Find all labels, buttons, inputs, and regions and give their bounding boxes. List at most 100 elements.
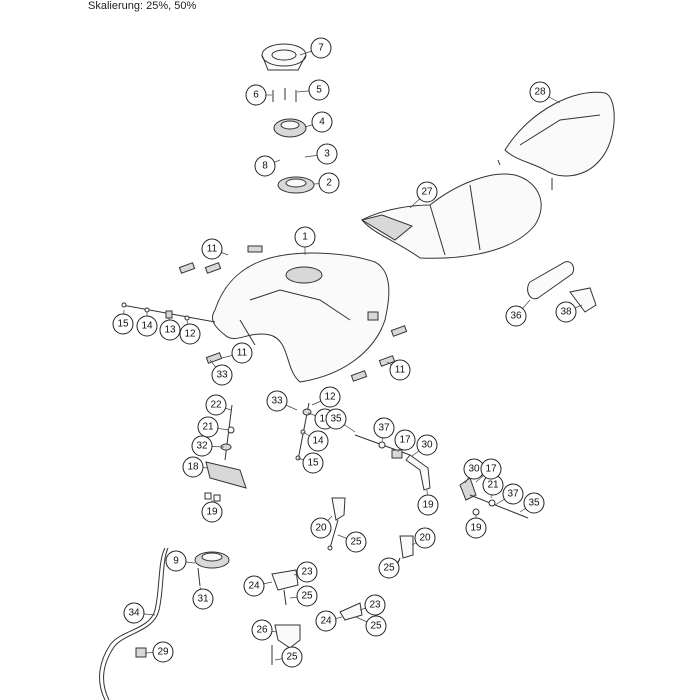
callout-number: 33 — [216, 370, 228, 381]
callout-31: 31 — [192, 588, 214, 610]
callout-number: 28 — [534, 87, 546, 98]
callout-number: 18 — [187, 462, 199, 473]
callout-number: 36 — [510, 311, 522, 322]
callout-18: 18 — [182, 456, 204, 478]
callout-number: 23 — [301, 567, 313, 578]
bracket-bottom-b-part — [339, 602, 363, 621]
callout-number: 34 — [128, 608, 140, 619]
callout-number: 30 — [468, 464, 480, 475]
callout-23: 23 — [364, 594, 386, 616]
callout-30: 30 — [416, 434, 438, 456]
callout-number: 23 — [369, 600, 381, 611]
callout-number: 14 — [312, 436, 324, 447]
callout-number: 11 — [237, 348, 248, 359]
callout-number: 12 — [184, 329, 196, 340]
callout-number: 33 — [271, 396, 283, 407]
callout-number: 26 — [256, 625, 268, 636]
bracket-bottom-c-part — [271, 624, 301, 665]
callout-number: 24 — [320, 616, 332, 627]
callout-15: 15 — [302, 452, 324, 474]
callout-number: 21 — [487, 480, 499, 491]
callout-5: 5 — [308, 79, 330, 101]
callout-25: 25 — [345, 531, 367, 553]
callout-23: 23 — [296, 561, 318, 583]
callout-17: 17 — [480, 458, 502, 480]
pads-11-part — [178, 245, 408, 382]
bracket-20a-part — [327, 497, 346, 551]
callout-15: 15 — [112, 313, 134, 335]
callout-33: 33 — [211, 364, 233, 386]
callout-number: 6 — [253, 90, 259, 101]
callout-7: 7 — [310, 37, 332, 59]
callout-12: 12 — [179, 323, 201, 345]
callout-11: 11 — [389, 359, 411, 381]
callout-number: 29 — [157, 647, 169, 658]
callout-number: 4 — [319, 117, 325, 128]
callout-8: 8 — [254, 155, 276, 177]
callout-25: 25 — [365, 615, 387, 637]
callout-number: 3 — [324, 149, 330, 160]
fuel-tank-part — [212, 252, 390, 383]
callout-number: 25 — [301, 591, 313, 602]
callout-number: 31 — [197, 594, 209, 605]
callout-number: 37 — [378, 423, 390, 434]
cap-screws-part — [272, 88, 297, 102]
cap-base-part — [277, 176, 315, 194]
callout-20: 20 — [414, 527, 436, 549]
callout-number: 14 — [141, 321, 153, 332]
callout-number: 15 — [307, 458, 319, 469]
callout-number: 17 — [485, 464, 497, 475]
callout-13: 13 — [159, 319, 181, 341]
callout-number: 9 — [173, 556, 179, 567]
callout-38: 38 — [555, 301, 577, 323]
callout-12: 12 — [319, 386, 341, 408]
bolt-chain-part — [121, 302, 216, 323]
callout-number: 30 — [421, 440, 433, 451]
callout-29: 29 — [152, 641, 174, 663]
callout-36: 36 — [505, 305, 527, 327]
callout-27: 27 — [416, 181, 438, 203]
callout-number: 20 — [419, 533, 431, 544]
callout-25: 25 — [378, 557, 400, 579]
callout-37: 37 — [502, 483, 524, 505]
cap-lock-part — [273, 118, 307, 138]
callout-3: 3 — [316, 143, 338, 165]
callout-25: 25 — [296, 585, 318, 607]
scale-label: Skalierung: 25%, 50% — [88, 0, 197, 12]
front-seat-part — [360, 173, 542, 259]
callout-number: 21 — [202, 422, 214, 433]
callout-number: 20 — [315, 523, 327, 534]
callout-number: 11 — [395, 365, 406, 376]
callout-number: 35 — [330, 414, 342, 425]
callout-21: 21 — [197, 416, 219, 438]
callout-9: 9 — [165, 550, 187, 572]
rear-seat-part — [497, 91, 615, 190]
tube-part — [527, 261, 597, 313]
callout-number: 25 — [350, 537, 362, 548]
callout-number: 37 — [507, 489, 519, 500]
callout-number: 1 — [302, 232, 308, 243]
callout-24: 24 — [243, 575, 265, 597]
callout-number: 27 — [421, 187, 433, 198]
callout-11: 11 — [231, 342, 253, 364]
callout-20: 20 — [310, 517, 332, 539]
callout-number: 5 — [316, 85, 322, 96]
callout-37: 37 — [373, 417, 395, 439]
callout-number: 12 — [324, 392, 336, 403]
callout-17: 17 — [394, 429, 416, 451]
callout-4: 4 — [311, 111, 333, 133]
callout-33: 33 — [266, 390, 288, 412]
callout-28: 28 — [529, 81, 551, 103]
cap-ring-part — [261, 43, 307, 71]
callout-number: 25 — [370, 621, 382, 632]
fuel-hose-part — [99, 547, 169, 700]
callout-number: 25 — [383, 563, 395, 574]
callout-number: 24 — [248, 581, 260, 592]
callout-number: 19 — [470, 523, 482, 534]
callout-35: 35 — [325, 408, 347, 430]
callout-number: 2 — [326, 178, 332, 189]
callout-22: 22 — [205, 394, 227, 416]
